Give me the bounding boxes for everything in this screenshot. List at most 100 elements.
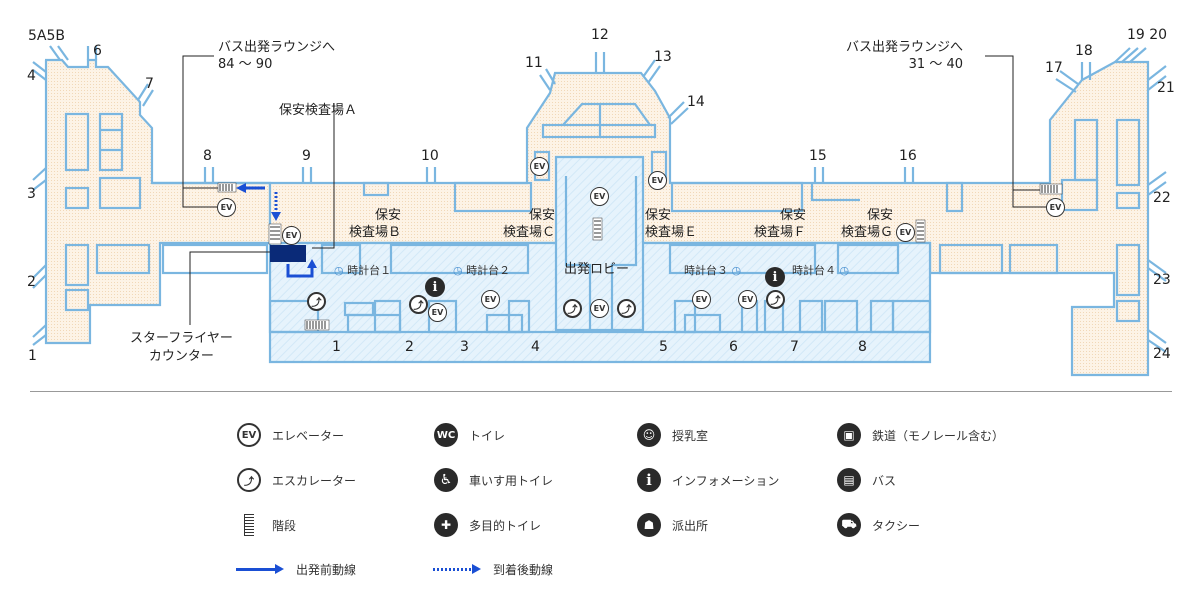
lobby-gate-8: 8: [858, 339, 867, 355]
gate-24: 24: [1153, 346, 1171, 362]
star-flyer-counter[interactable]: [270, 245, 306, 262]
information-icon: i: [637, 468, 661, 492]
toilet-icon: WC: [434, 423, 458, 447]
clock-icon: ◷: [731, 264, 742, 277]
star-flyer-leader: [189, 251, 270, 325]
bus-lounge-left-leader: [182, 55, 218, 208]
gate-11: 11: [525, 55, 543, 71]
gate-9: 9: [302, 148, 311, 164]
lobby-gate-4: 4: [531, 339, 540, 355]
lobby-gate-1: 1: [332, 339, 341, 355]
legend-item-multipurpose-toilet: ✚多目的トイレ: [433, 512, 541, 538]
security-a-label: 保安検査場Ａ: [279, 103, 358, 118]
gate-5a5b: 5A5B: [28, 28, 65, 44]
gate-8: 8: [203, 148, 212, 164]
gate-1: 1: [28, 348, 37, 364]
elevator-icon[interactable]: EV: [428, 303, 447, 322]
legend-item-police-box: ☗派出所: [636, 512, 708, 538]
legend-item-escalator: ⤴エスカレーター: [236, 467, 356, 493]
legend-item-wheelchair-toilet: ♿車いす用トイレ: [433, 467, 553, 493]
lobby-gate-6: 6: [729, 339, 738, 355]
gate-7: 7: [145, 76, 154, 92]
security-a-leader: [312, 103, 335, 249]
elevator-icon[interactable]: EV: [590, 187, 609, 206]
stairs-icon: [592, 217, 603, 241]
clock-tower-2: ◷ 時計台２: [453, 264, 511, 277]
escalator-icon: ⤴: [237, 468, 261, 492]
elevator-icon[interactable]: EV: [282, 226, 301, 245]
gate-13: 13: [654, 49, 672, 65]
gate-4: 4: [27, 68, 36, 84]
gate-15: 15: [809, 148, 827, 164]
gate-18: 18: [1075, 43, 1093, 59]
elevator-icon[interactable]: EV: [648, 171, 667, 190]
taxi-icon: ⛟: [837, 513, 861, 537]
elevator-icon[interactable]: EV: [738, 290, 757, 309]
legend-item-arrival-route: 到着後動線: [433, 556, 553, 582]
stairs-icon: [268, 223, 282, 245]
gate-21: 21: [1157, 80, 1175, 96]
security-c-label: 保安検査場Ｃ: [502, 208, 555, 240]
escalator-icon[interactable]: ⤴: [563, 299, 582, 318]
elevator-icon[interactable]: EV: [481, 290, 500, 309]
elevator-icon[interactable]: EV: [896, 223, 915, 242]
gate-17: 17: [1045, 60, 1063, 76]
security-f-label: 保安検査場Ｆ: [753, 208, 806, 240]
elevator-icon[interactable]: EV: [590, 299, 609, 318]
legend-item-bus: ▤バス: [836, 467, 896, 493]
clock-tower-3: 時計台３ ◷: [684, 264, 742, 277]
escalator-icon[interactable]: ⤴: [409, 295, 428, 314]
multipurpose-toilet-icon: ✚: [434, 513, 458, 537]
stairs-icon: [217, 182, 237, 193]
star-flyer-label: スターフライヤーカウンター: [130, 331, 233, 364]
landside-area: [44, 58, 272, 345]
security-e-label: 保安検査場Ｅ: [645, 208, 698, 240]
gate-2: 2: [27, 274, 36, 290]
nursing-room-icon: ☺: [637, 423, 661, 447]
bus-icon: ▤: [837, 468, 861, 492]
clock-tower-1: ◷ 時計台１: [334, 264, 392, 277]
elevator-icon[interactable]: EV: [530, 157, 549, 176]
bus-lounge-right-leader: [985, 55, 1048, 208]
information-icon[interactable]: i: [765, 267, 785, 287]
wheelchair-toilet-icon: ♿: [434, 468, 458, 492]
gate-16: 16: [899, 148, 917, 164]
railway-icon: ▣: [837, 423, 861, 447]
gate-12: 12: [591, 27, 609, 43]
clock-icon: ◷: [839, 264, 850, 277]
gate-19-20: 19 20: [1127, 27, 1168, 43]
elevator-icon[interactable]: EV: [692, 290, 711, 309]
information-icon[interactable]: i: [425, 277, 445, 297]
security-g-label: 保安検査場Ｇ: [840, 208, 893, 240]
gate-3: 3: [27, 186, 36, 202]
lobby-core: [554, 155, 645, 332]
elevator-icon[interactable]: EV: [217, 198, 236, 217]
security-b-label: 保安検査場Ｂ: [348, 208, 401, 240]
arrival-route-icon: [433, 563, 481, 574]
gate-10: 10: [421, 148, 439, 164]
legend-item-nursing-room: ☺授乳室: [636, 422, 708, 448]
gate-22: 22: [1153, 190, 1171, 206]
gate-6: 6: [93, 43, 102, 59]
divider: [30, 391, 1172, 392]
elevator-icon[interactable]: EV: [1046, 198, 1065, 217]
lobby-gate-5: 5: [659, 339, 668, 355]
stairs-icon: [244, 514, 254, 536]
escalator-icon[interactable]: ⤴: [617, 299, 636, 318]
escalator-icon[interactable]: ⤴: [766, 290, 785, 309]
lobby-gate-3: 3: [460, 339, 469, 355]
stairs-icon: [1039, 183, 1063, 195]
clock-tower-4: 時計台４ ◷: [792, 264, 850, 277]
stairs-icon: [304, 319, 330, 331]
legend-item-taxi: ⛟タクシー: [836, 512, 920, 538]
escalator-icon[interactable]: ⤴: [307, 292, 326, 311]
gate-23: 23: [1153, 272, 1171, 288]
lobby-gate-2: 2: [405, 339, 414, 355]
departure-route-2: [286, 264, 314, 278]
lobby-gate-7: 7: [790, 339, 799, 355]
legend-item-railway: ▣鉄道（モノレール含む）: [836, 422, 1004, 448]
